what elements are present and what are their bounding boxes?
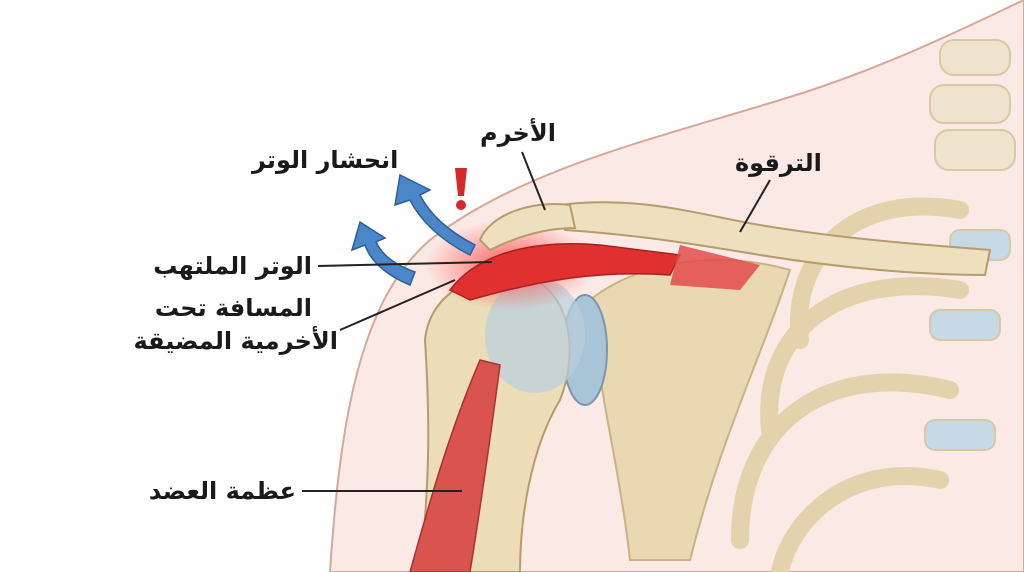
label-subacromial-space-line1: المسافة تحت: [154, 294, 312, 322]
label-subacromial-space-line2: الأخرمية المضيقة: [133, 327, 339, 355]
acromion: [478, 203, 577, 252]
ribs: [731, 197, 969, 572]
label-clavicle: الترقوة: [735, 149, 822, 177]
clavicle: [558, 201, 992, 277]
ligament: [670, 245, 760, 290]
label-humerus: عظمة العضد: [148, 477, 296, 505]
leader-lines: [302, 151, 771, 492]
label-inflamed-tendon: الوتر الملتهب: [153, 252, 312, 280]
biceps-muscle: [409, 359, 501, 572]
warning-exclamation-icon: [455, 168, 467, 210]
impingement-arrow-icon: [350, 220, 416, 286]
label-impingement: انحشار الوتر: [252, 146, 399, 174]
impingement-arrow-icon: [394, 173, 477, 257]
inflamed-tendon: [448, 243, 682, 301]
label-acromion: الأخرم: [480, 119, 556, 147]
